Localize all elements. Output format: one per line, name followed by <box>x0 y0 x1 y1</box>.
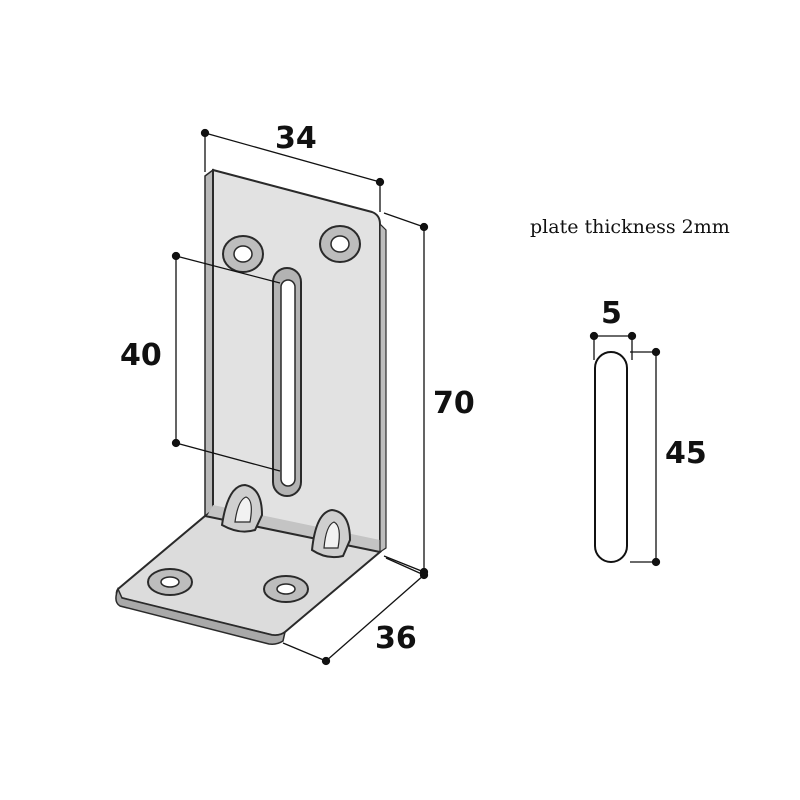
right-stiffening-rib <box>310 508 352 559</box>
base-left-hole <box>147 568 193 596</box>
dim-label-70: 70 <box>433 386 475 421</box>
dim-label-5: 5 <box>601 296 622 331</box>
upper-right-hole <box>319 225 361 263</box>
dim-label-45: 45 <box>665 436 707 471</box>
dimension-width-top <box>200 128 385 212</box>
dimension-slot-height <box>171 251 281 472</box>
vertical-slot <box>272 267 302 497</box>
dimension-height-total <box>383 212 429 577</box>
upper-left-hole <box>222 235 264 273</box>
plate-thickness-note: plate thickness 2mm <box>530 216 730 238</box>
vertical-plate-edge <box>204 168 214 518</box>
slot-outline <box>594 351 628 563</box>
dim-label-34: 34 <box>275 121 317 156</box>
dim-label-36: 36 <box>375 621 417 656</box>
dimension-slot-width <box>589 331 637 360</box>
dimension-depth-base <box>282 557 429 666</box>
angle-bracket <box>115 168 387 645</box>
slot-detail <box>589 331 661 567</box>
vertical-plate-right-edge <box>379 222 387 554</box>
base-right-hole <box>263 575 309 603</box>
left-stiffening-rib <box>220 483 264 533</box>
dim-label-40: 40 <box>120 338 162 373</box>
base-plate-edge <box>115 587 287 645</box>
dimension-slot-length <box>630 347 661 567</box>
